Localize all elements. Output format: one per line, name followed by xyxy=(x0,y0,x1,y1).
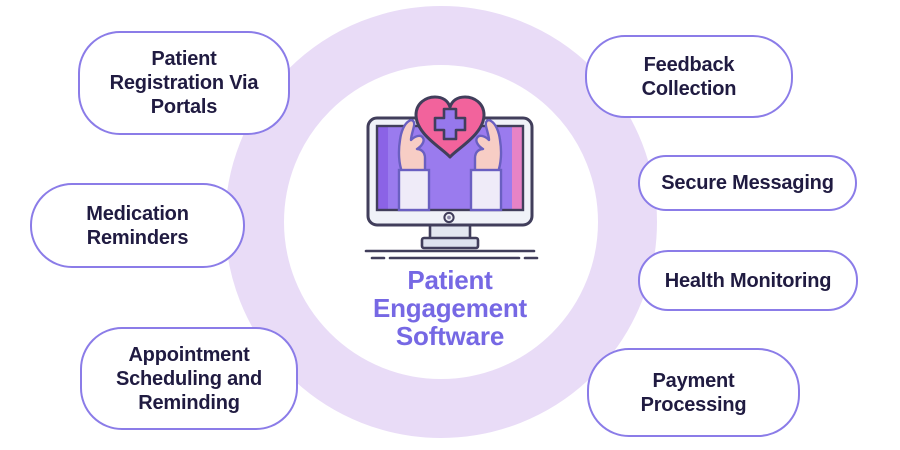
feature-label: Medication Reminders xyxy=(86,202,189,249)
right-hand-icon xyxy=(469,119,503,212)
feature-bubble-medication-reminders: Medication Reminders xyxy=(30,183,245,268)
feature-label: Secure Messaging xyxy=(661,172,834,194)
feature-bubble-patient-registration: Patient Registration Via Portals xyxy=(78,31,290,135)
heart-icon xyxy=(414,95,486,159)
ground-lines xyxy=(364,249,539,260)
feature-bubble-appointment-scheduling: Appointment Scheduling and Reminding xyxy=(80,327,298,430)
feature-bubble-feedback-collection: Feedback Collection xyxy=(585,35,793,118)
feature-label: Appointment Scheduling and Reminding xyxy=(115,343,263,414)
feature-bubble-secure-messaging: Secure Messaging xyxy=(638,155,857,211)
left-hand-icon xyxy=(397,119,431,212)
patient-care-illustration xyxy=(364,95,539,260)
feature-label: Health Monitoring xyxy=(664,269,832,292)
feature-label: Payment Processing xyxy=(640,369,747,416)
diagram-title: Patient Engagement Software xyxy=(372,265,528,351)
monitor-stand xyxy=(420,221,480,250)
feature-label: Patient Registration Via Portals xyxy=(109,48,259,118)
monitor-button-dot xyxy=(447,215,451,220)
feature-label: Feedback Collection xyxy=(641,53,737,100)
feature-bubble-health-monitoring: Health Monitoring xyxy=(638,250,858,311)
medical-cross-icon xyxy=(433,107,467,141)
feature-bubble-payment-processing: Payment Processing xyxy=(587,348,800,437)
